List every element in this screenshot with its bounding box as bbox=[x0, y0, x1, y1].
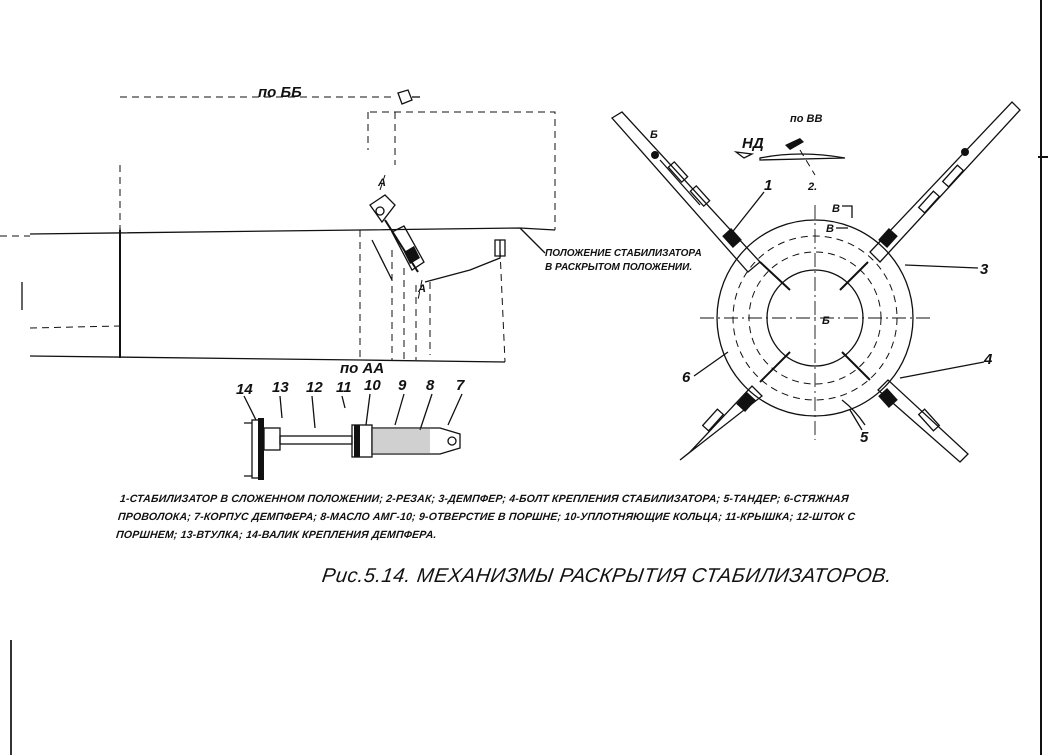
hinge-block bbox=[494, 239, 506, 257]
page-border-tick bbox=[1038, 156, 1048, 158]
callout-4: 4 bbox=[983, 351, 993, 368]
callout-6: 6 bbox=[682, 369, 691, 386]
callout-1: 1 bbox=[764, 177, 772, 194]
callout-14: 14 bbox=[236, 381, 253, 398]
label-mark-a-bottom: А bbox=[417, 283, 426, 295]
page-border-left bbox=[10, 640, 12, 755]
leader-4 bbox=[899, 361, 985, 379]
cutter-profile bbox=[759, 153, 846, 161]
label-section-vv: по ВВ bbox=[790, 113, 822, 125]
damper-rod bbox=[384, 219, 419, 273]
callout-13: 13 bbox=[272, 379, 289, 396]
damper-body bbox=[391, 225, 425, 271]
damper-oil-fill bbox=[372, 428, 430, 454]
damper-dark-fill bbox=[404, 246, 420, 264]
nd-arrow bbox=[733, 151, 755, 159]
legend-text: 1-стабилизатор в сложенном положении; 2-… bbox=[115, 493, 856, 541]
callout-leaders bbox=[243, 393, 463, 431]
damper-mount-plate-fill bbox=[258, 418, 264, 480]
stabilizer-arm-lr bbox=[877, 379, 969, 463]
callout-5: 5 bbox=[860, 429, 869, 446]
label-mark-v-top: В bbox=[832, 203, 840, 215]
cutter-blade bbox=[785, 138, 804, 150]
section-line-a-bottom bbox=[417, 279, 423, 301]
callout-12: 12 bbox=[306, 379, 323, 396]
leader-6 bbox=[693, 351, 729, 377]
callout-8: 8 bbox=[426, 377, 435, 394]
body-lower-edge bbox=[29, 355, 506, 363]
damper-pin bbox=[375, 206, 385, 216]
damper-section-aa: по АА 14 13 12 11 10 9 8 7 bbox=[236, 360, 465, 480]
label-mark-a-top: А bbox=[377, 177, 386, 189]
label-mark-b-center: Б bbox=[822, 315, 830, 327]
top-bracket bbox=[397, 89, 413, 105]
damper-cylinder bbox=[371, 427, 461, 455]
tandem-turnbuckle bbox=[841, 399, 866, 426]
page-border-right bbox=[1040, 0, 1042, 755]
label-section-aa: по АА bbox=[340, 360, 384, 377]
top-view-section-bb: 1 3 4 5 6 Б Б В В по ВВ НД 2. bbox=[610, 101, 1021, 463]
nozzle-dashed-6 bbox=[499, 249, 506, 363]
damper-seal-ring bbox=[354, 425, 360, 457]
internal-dampers bbox=[759, 261, 871, 383]
callout-10: 10 bbox=[364, 377, 381, 394]
section-v-markers bbox=[836, 205, 853, 229]
leader-5 bbox=[849, 409, 863, 431]
callout-7: 7 bbox=[456, 377, 465, 394]
callout-3: 3 bbox=[980, 261, 989, 278]
label-mark-b-top: Б bbox=[650, 129, 658, 141]
label-nd: НД bbox=[742, 135, 764, 152]
label-section-bb: по ББ bbox=[258, 84, 302, 101]
body-upper-edge bbox=[29, 227, 556, 235]
open-position-leader bbox=[519, 227, 546, 254]
stabilizer-open-outline bbox=[370, 111, 556, 230]
callout-9: 9 bbox=[398, 377, 407, 394]
leader-3 bbox=[904, 264, 979, 269]
figure-caption: Рис.5.14. МЕХАНИЗМЫ РАСКРЫТИЯ СТАБИЛИЗАТ… bbox=[320, 565, 894, 587]
mount-ticks bbox=[244, 422, 252, 477]
label-mark-v-bottom: В bbox=[826, 223, 834, 235]
leader-1 bbox=[729, 191, 765, 236]
section-line-a-top bbox=[379, 174, 386, 191]
damper-piston-rod bbox=[279, 435, 353, 445]
damper-mount bbox=[369, 194, 396, 224]
damper-end-hole bbox=[447, 436, 457, 446]
callout-11: 11 bbox=[336, 379, 352, 396]
stabilizer-hinge-bracket bbox=[424, 240, 501, 283]
body-inner-dashed bbox=[29, 325, 121, 329]
stabilizer-edge-1 bbox=[371, 239, 393, 281]
cutter-leader bbox=[799, 149, 816, 176]
stabilizer-arm-ur bbox=[869, 101, 1021, 263]
label-open-position-1: ПОЛОЖЕНИЕ СТАБИЛИЗАТОРА bbox=[545, 248, 702, 259]
label-open-position-2: В РАСКРЫТОМ ПОЛОЖЕНИИ. bbox=[545, 262, 692, 273]
side-view: по ББ А А ПОЛОЖЕНИЕ СТАБИЛИЗАТОРА В РАСК… bbox=[0, 84, 702, 363]
stabilizer-arm-ll bbox=[679, 385, 763, 461]
callout-2: 2. bbox=[807, 181, 817, 193]
damper-bushing bbox=[263, 427, 281, 451]
